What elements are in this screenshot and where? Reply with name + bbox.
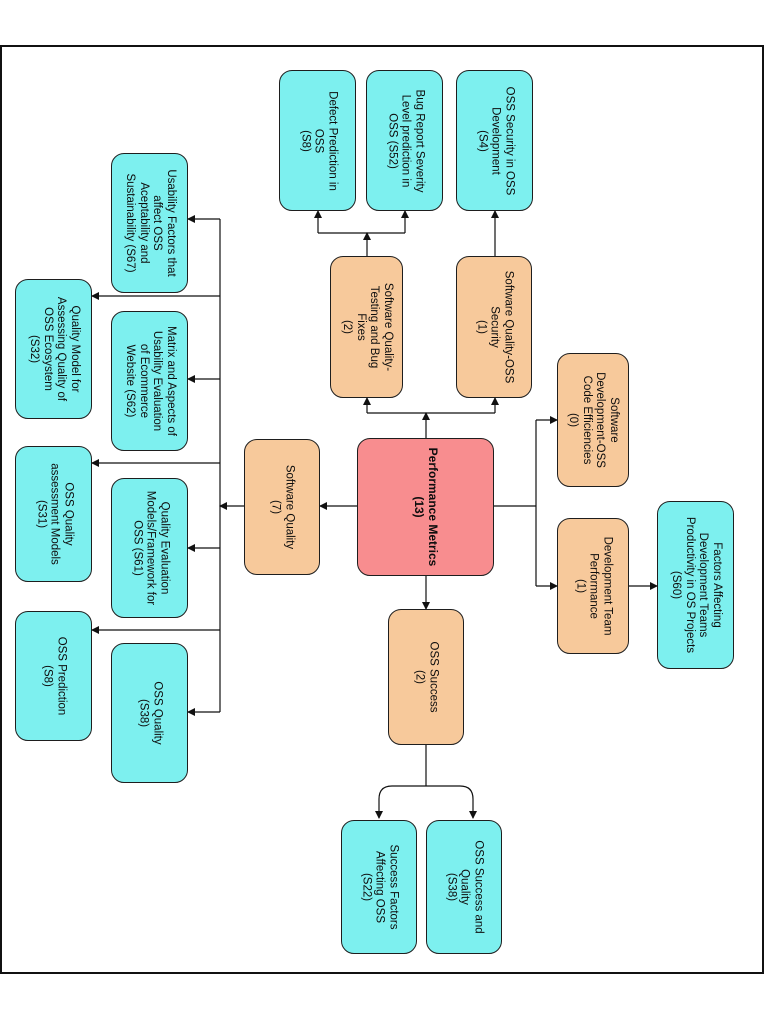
node-label: OSS Quality assessment Models (S31) (34, 463, 74, 565)
node-label: OSS Quality (S38) (137, 681, 164, 745)
node-label: Software Quality-OSS Security (1) (475, 270, 515, 384)
node-label: OSS Security in OSS Development (S4) (475, 86, 515, 195)
node-label: Development Team Performance (1) (574, 536, 614, 636)
node-label: Quality Evaluation Models/Framework for … (130, 490, 170, 606)
node-bug-severity: Bug Report Severity Level prediction in … (366, 70, 443, 211)
node-oss-success: OSS Success (2) (388, 609, 464, 745)
node-matrix-usability: Matrix and Aspects of Usability Evaluati… (111, 311, 188, 451)
node-label: Matrix and Aspects of Usability Evaluati… (123, 326, 177, 436)
node-dev-team: Development Team Performance (1) (557, 518, 629, 654)
node-sq-security: Software Quality-OSS Security (1) (456, 256, 532, 398)
node-label: Success Factors Affecting OSS (S22) (360, 844, 400, 930)
edge-to-oss-success-quality (426, 785, 477, 819)
node-software-quality: Software Quality (7) (244, 439, 320, 575)
node-defect-prediction: Defect Prediction in OSS (S8) (279, 70, 356, 211)
node-quality-eval: Quality Evaluation Models/Framework for … (111, 478, 188, 618)
node-label: Bug Report Severity Level prediction in … (385, 89, 425, 192)
node-oss-success-quality: OSS Success and Quality (S38) (426, 820, 502, 954)
node-label: Defect Prediction in OSS (S8) (298, 90, 338, 191)
node-label: Quality Model for Assessing Quality of O… (27, 296, 81, 402)
node-oss-prediction: OSS Prediction (S8) (15, 611, 92, 741)
node-label: Software Development-OSS Code Efficienci… (567, 372, 621, 468)
node-performance-metrics: Performance Metrics (13) (357, 438, 494, 576)
node-label: OSS Prediction (S8) (41, 636, 68, 716)
node-label: OSS Success (2) (414, 641, 440, 713)
node-oss-quality: OSS Quality (S38) (111, 643, 188, 783)
edge-to-success-factors (375, 785, 426, 819)
node-oss-quality-models: OSS Quality assessment Models (S31) (15, 446, 92, 582)
node-oss-security-dev: OSS Security in OSS Development (S4) (456, 70, 533, 211)
node-sd-efficiencies: Software Development-OSS Code Efficienci… (557, 353, 629, 487)
node-quality-model: Quality Model for Assessing Quality of O… (15, 279, 92, 419)
node-success-factors: Success Factors Affecting OSS (S22) (341, 820, 417, 954)
node-label: Usability Factors that affect OSS Acepta… (123, 169, 177, 277)
node-sq-testing: Software Quality- Testing and Bug Fixes … (330, 256, 403, 398)
node-label: Software Quality- Testing and Bug Fixes … (340, 282, 394, 372)
node-label: Performance Metrics (13) (411, 447, 440, 567)
node-label: OSS Success and Quality (S38) (445, 840, 485, 934)
node-usability-factors: Usability Factors that affect OSS Acepta… (111, 153, 188, 293)
node-dev-team-factors: Factors Affecting Development Teams Prod… (657, 501, 734, 669)
node-label: Software Quality (7) (270, 464, 296, 550)
node-label: Factors Affecting Development Teams Prod… (669, 516, 723, 654)
